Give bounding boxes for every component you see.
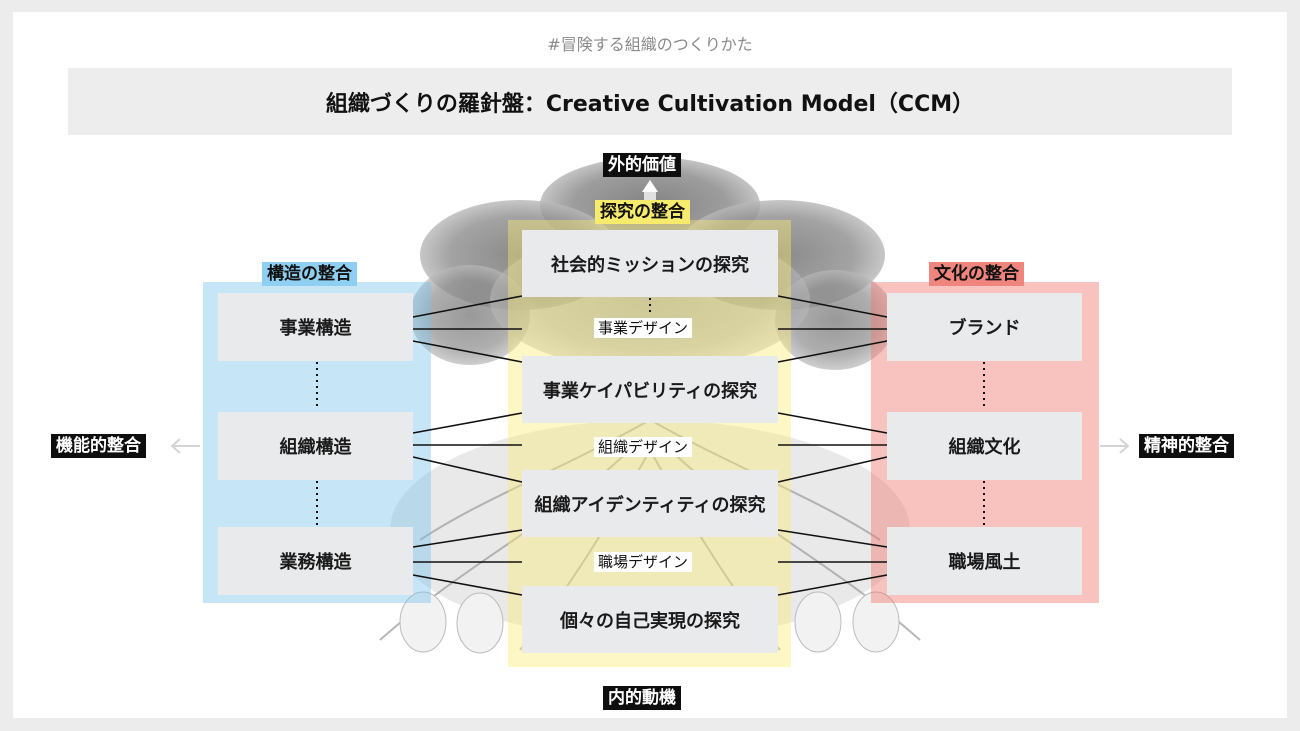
hashtag: #冒険する組織のつくりかた <box>547 35 753 54</box>
culture-box-workplace: 職場風土 <box>887 527 1082 595</box>
axis-bottom-label: 内的動機 <box>603 686 681 710</box>
structure-box-organization: 組織構造 <box>218 412 413 480</box>
inquiry-box-social-mission: 社会的ミッションの探究 <box>522 230 778 297</box>
inquiry-box-org-identity: 組織アイデンティティの探究 <box>522 470 778 537</box>
axis-left-label: 機能的整合 <box>51 434 146 458</box>
axis-top-label: 外的価値 <box>603 153 681 177</box>
culture-box-org-culture: 組織文化 <box>887 412 1082 480</box>
structure-header: 構造の整合 <box>262 262 357 286</box>
design-label-organization: 組織デザイン <box>594 437 693 457</box>
diagram-title: 組織づくりの羅針盤：Creative Cultivation Model（CCM… <box>68 68 1232 135</box>
culture-header: 文化の整合 <box>929 262 1024 286</box>
culture-box-brand: ブランド <box>887 293 1082 361</box>
structure-box-business: 事業構造 <box>218 293 413 361</box>
inquiry-box-business-capability: 事業ケイパビリティの探究 <box>522 356 778 423</box>
design-label-business: 事業デザイン <box>594 318 693 338</box>
axis-right-label: 精神的整合 <box>1139 434 1234 458</box>
inquiry-header: 探究の整合 <box>595 200 690 224</box>
structure-box-operations: 業務構造 <box>218 527 413 595</box>
design-label-workplace: 職場デザイン <box>594 552 693 572</box>
inquiry-box-self-actualization: 個々の自己実現の探究 <box>522 586 778 653</box>
